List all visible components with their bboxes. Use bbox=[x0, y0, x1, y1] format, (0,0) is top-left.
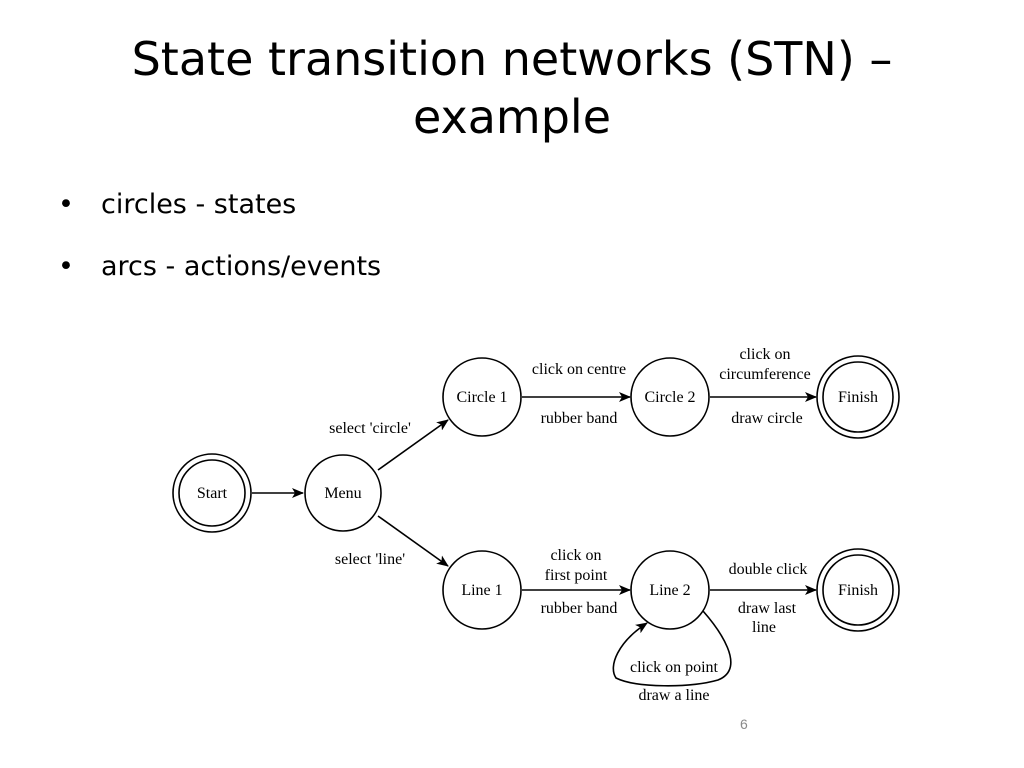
state-label: Finish bbox=[838, 389, 878, 406]
state-start: Start bbox=[172, 453, 252, 533]
bullet-list: • circles - states • arcs - actions/even… bbox=[58, 186, 381, 310]
arc-label: rubber band bbox=[541, 410, 618, 427]
bullet-icon: • bbox=[58, 189, 74, 220]
arc-label: click on centre bbox=[532, 361, 626, 378]
state-label: Start bbox=[197, 485, 228, 502]
arc-line2-self-loop bbox=[612, 610, 732, 687]
bullet-item: • arcs - actions/events bbox=[58, 248, 381, 310]
state-finish-bottom: Finish bbox=[816, 548, 900, 632]
state-label: Circle 2 bbox=[644, 389, 695, 406]
state-circle-1: Circle 1 bbox=[442, 357, 522, 437]
slide-title-line-1: State transition networks (STN) – bbox=[131, 32, 893, 86]
bullet-icon: • bbox=[58, 251, 74, 282]
arc-menu-line1 bbox=[377, 515, 449, 567]
state-circle-2: Circle 2 bbox=[630, 357, 710, 437]
arc-menu-circle1 bbox=[377, 419, 449, 471]
state-label: Line 2 bbox=[649, 582, 690, 599]
state-label: Line 1 bbox=[461, 582, 502, 599]
state-label: Finish bbox=[838, 582, 878, 599]
arc-label: click on point bbox=[630, 659, 719, 676]
arc-label: click on bbox=[550, 547, 601, 564]
bullet-item: • circles - states bbox=[58, 186, 381, 248]
slide-number: 6 bbox=[740, 716, 748, 732]
arc-label: rubber band bbox=[541, 600, 618, 617]
arc-label: double click bbox=[729, 561, 808, 578]
arc-label: circumference bbox=[719, 366, 810, 383]
state-label: Circle 1 bbox=[456, 389, 507, 406]
arc-label: click on bbox=[739, 346, 790, 363]
arc-label: draw last bbox=[738, 600, 797, 617]
state-line-2: Line 2 bbox=[630, 550, 710, 630]
arc-label: draw a line bbox=[638, 687, 709, 704]
bullet-text: arcs - actions/events bbox=[101, 251, 382, 282]
arc-label: first point bbox=[545, 567, 608, 584]
slide-title: State transition networks (STN) – exampl… bbox=[60, 30, 964, 146]
slide-title-line-2: example bbox=[413, 90, 611, 144]
arc-label: line bbox=[752, 619, 776, 636]
state-menu: Menu bbox=[304, 454, 382, 532]
arc-label: select 'line' bbox=[335, 551, 405, 568]
arc-label: select 'circle' bbox=[329, 420, 411, 437]
state-finish-top: Finish bbox=[816, 355, 900, 439]
bullet-text: circles - states bbox=[101, 189, 297, 220]
arc-label: draw circle bbox=[731, 410, 803, 427]
state-label: Menu bbox=[324, 485, 361, 502]
state-line-1: Line 1 bbox=[442, 550, 522, 630]
